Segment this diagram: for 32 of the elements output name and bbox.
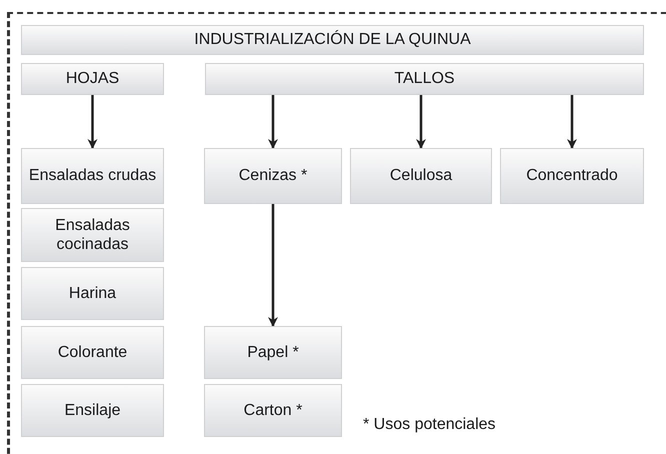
box-label: Concentrado xyxy=(526,166,618,186)
box-label: HOJAS xyxy=(66,69,120,89)
process-box xyxy=(21,208,164,262)
arrow xyxy=(268,204,278,327)
process-box xyxy=(21,148,164,204)
arrow xyxy=(567,95,577,149)
box-label: Celulosa xyxy=(390,166,452,186)
process-box xyxy=(21,63,164,95)
arrow xyxy=(268,95,278,149)
process-box xyxy=(204,148,342,204)
box-label: INDUSTRIALIZACIÓN DE LA QUINUA xyxy=(194,30,471,50)
process-box xyxy=(500,148,644,204)
footnote: * Usos potenciales xyxy=(363,415,496,435)
box-label: Ensaladas crudas xyxy=(28,166,156,186)
process-box xyxy=(21,384,164,437)
arrow xyxy=(416,95,426,149)
process-box xyxy=(205,63,644,95)
box-label: Carton * xyxy=(244,400,302,420)
process-box xyxy=(21,267,164,320)
box-label: Cenizas * xyxy=(238,166,308,186)
process-box xyxy=(204,384,342,437)
box-label: Ensaladas cocinadas xyxy=(54,216,131,254)
arrow xyxy=(88,95,98,149)
box-label: Papel * xyxy=(247,342,299,362)
process-box xyxy=(21,25,644,55)
box-label: Colorante xyxy=(58,342,128,362)
box-label: TALLOS xyxy=(394,69,455,89)
box-label: Harina xyxy=(68,284,116,304)
process-box xyxy=(204,326,342,379)
box-label: Ensilaje xyxy=(64,400,121,420)
process-box xyxy=(21,326,164,379)
process-box xyxy=(350,148,492,204)
